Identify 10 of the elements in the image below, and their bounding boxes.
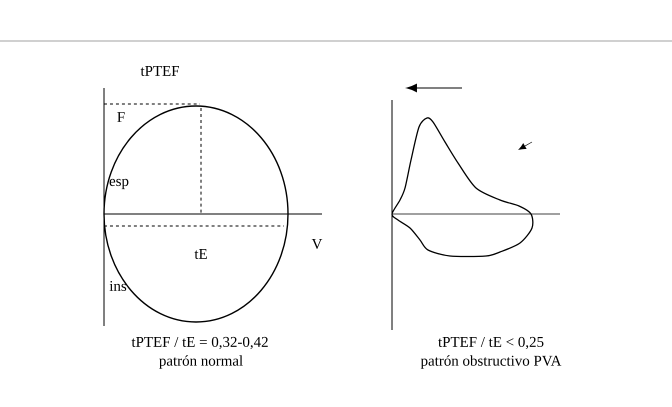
axis-label: tE [194,249,207,259]
axis-label: V [312,239,322,249]
caption: tPTEF / tE < 0,25 [438,336,544,350]
caption: patrón obstructivo PVA [420,355,562,369]
axis-label: ins [110,280,126,292]
axis-label: esp [110,178,128,190]
caption: tPTEF / tE = 0,32-0,42 [132,336,268,350]
caption: patrón normal [159,355,243,369]
axis-label: F [117,112,125,122]
axis-label: tPTEF [140,66,179,76]
